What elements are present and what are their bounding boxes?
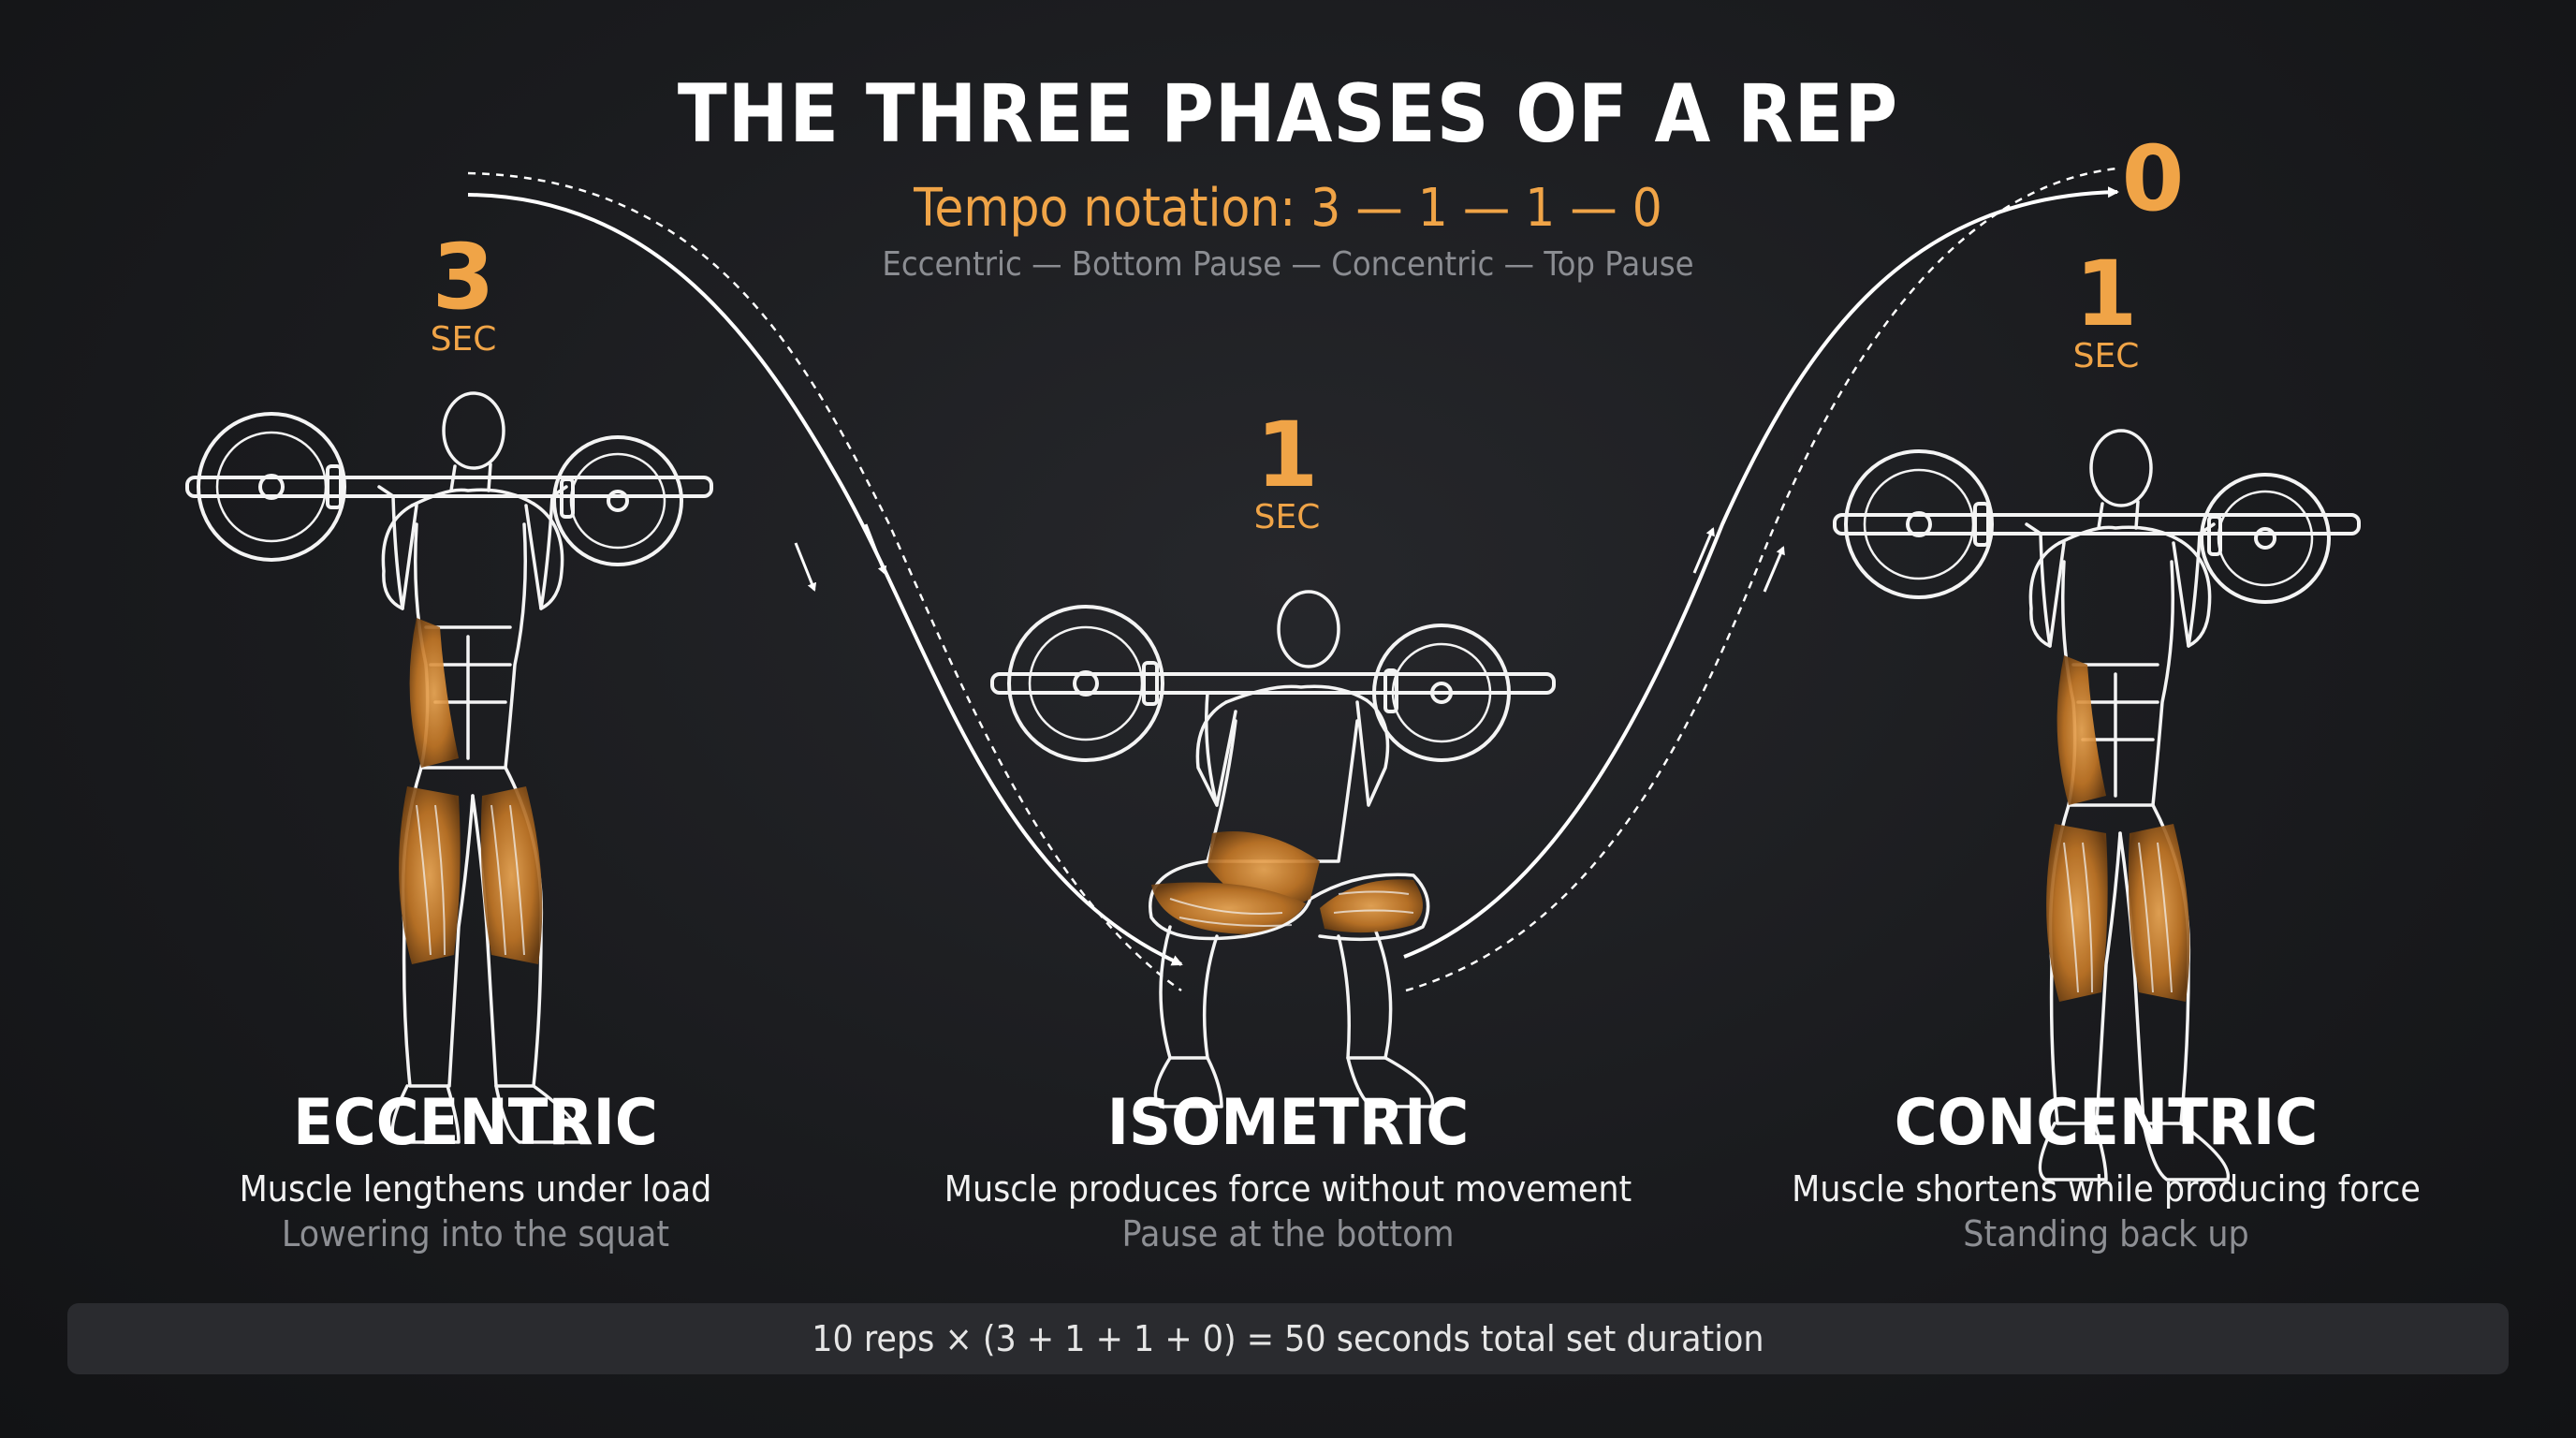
athlete-standing-icon: [185, 391, 713, 1144]
arrow-icon: [864, 523, 887, 575]
eccentric-detail: Lowering into the squat: [281, 1213, 670, 1255]
arrow-icon: [1763, 546, 1785, 593]
motion-curve-dashed: [467, 171, 1182, 992]
arrow-icon: [1692, 527, 1715, 574]
motion-curve-rise-dashed: [1405, 167, 2118, 992]
motion-curve-rise: [1403, 186, 2119, 959]
isometric-detail: Pause at the bottom: [1121, 1213, 1455, 1255]
eccentric-title: ECCENTRIC: [293, 1086, 658, 1160]
concentric-detail: Standing back up: [1963, 1213, 2249, 1255]
eccentric-unit: SEC: [430, 320, 497, 359]
arrow-icon: [794, 542, 817, 592]
concentric-title: CONCENTRIC: [1894, 1086, 2319, 1160]
eccentric-seconds: 3: [432, 225, 495, 330]
tempo-legend: Eccentric — Bottom Pause — Concentric — …: [882, 245, 1694, 284]
summary-bar: 10 reps × (3 + 1 + 1 + 0) = 50 seconds t…: [67, 1303, 2509, 1374]
athlete-standing-icon: [1833, 429, 2361, 1181]
isometric-description: Muscle produces force without movement: [944, 1168, 1632, 1210]
concentric-unit: SEC: [2072, 337, 2140, 375]
eccentric-description: Muscle lengthens under load: [239, 1168, 712, 1210]
athlete-squat-icon: [990, 590, 1556, 1108]
isometric-title: ISOMETRIC: [1106, 1086, 1470, 1160]
motion-curve: [467, 193, 1183, 966]
summary-text: 10 reps × (3 + 1 + 1 + 0) = 50 seconds t…: [812, 1318, 1764, 1359]
concentric-seconds: 1: [2074, 242, 2138, 346]
tempo-notation: Tempo notation: 3 — 1 — 1 — 0: [914, 178, 1662, 239]
concentric-description: Muscle shortens while producing force: [1792, 1168, 2421, 1210]
top-pause-seconds: 0: [2121, 126, 2185, 231]
isometric-unit: SEC: [1253, 498, 1321, 536]
page-title: THE THREE PHASES OF A REP: [677, 67, 1899, 161]
isometric-seconds: 1: [1255, 403, 1319, 507]
